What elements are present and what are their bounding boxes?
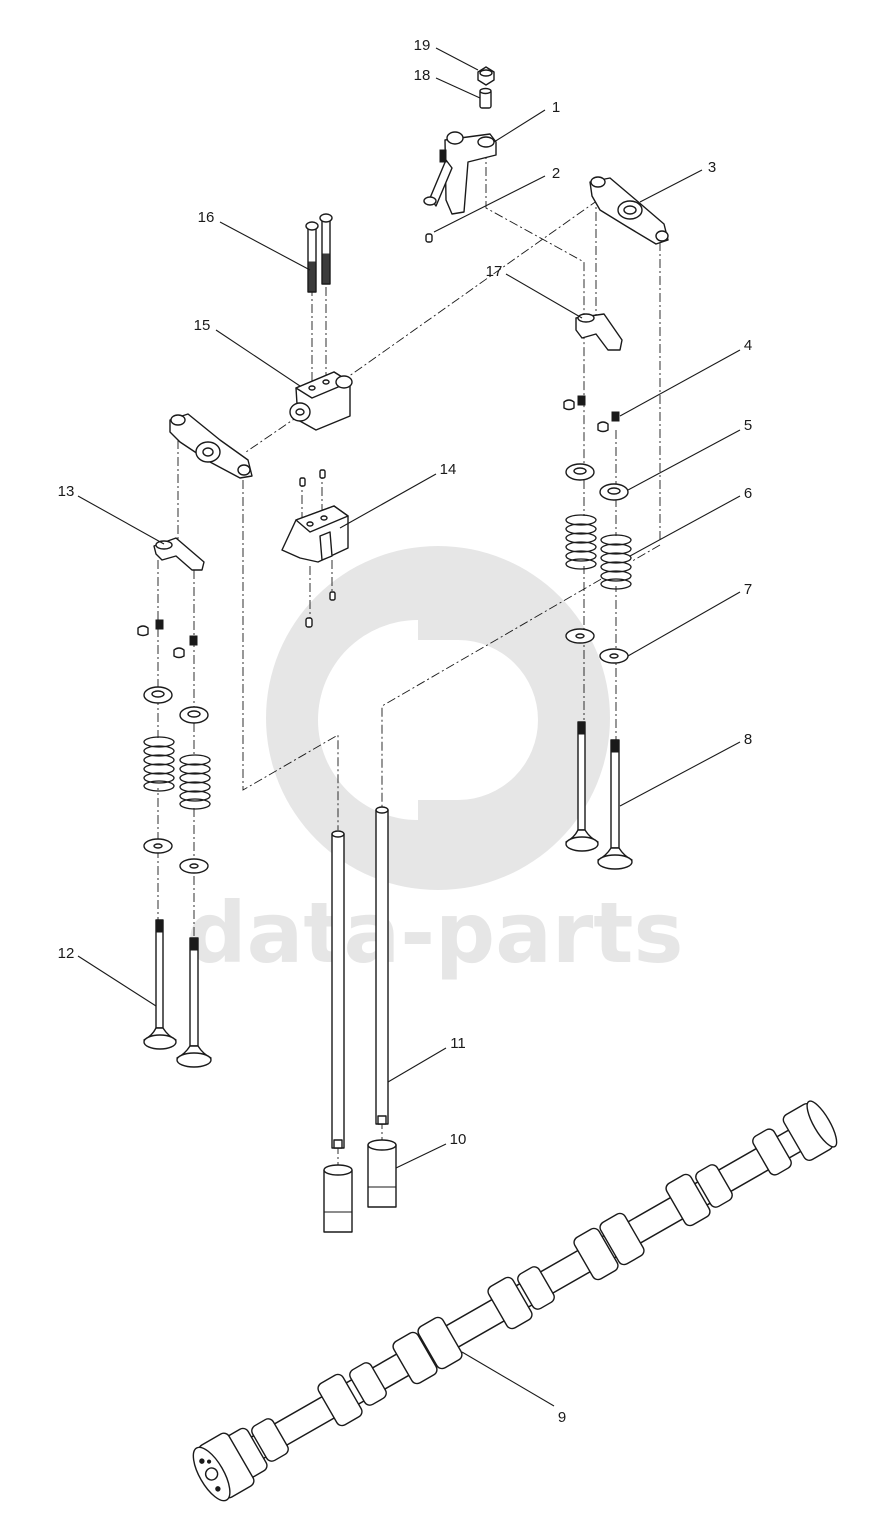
valve-cotter-icon: [563, 395, 620, 433]
callout-3: 3: [708, 159, 716, 176]
callout-17: 17: [486, 263, 503, 280]
valve-spring-icon: [565, 514, 632, 590]
callout-14: 14: [440, 461, 457, 478]
dowel-pin-icon: [425, 233, 433, 243]
valve-spring-icon: [143, 736, 211, 810]
callout-12: 12: [58, 945, 75, 962]
rocker-arm-icon: [169, 413, 253, 479]
assembly-lines: [157, 150, 661, 1170]
valve-icon: [565, 721, 633, 870]
rocker-arm-icon: [589, 176, 669, 245]
watermark-text: data-parts: [187, 884, 684, 982]
valve-bridge-icon: [575, 313, 623, 351]
rocker-bracket-icon: [423, 131, 497, 215]
callout-4: 4: [744, 337, 752, 354]
callout-18: 18: [414, 67, 431, 84]
callout-labels: 19 18 1 2 3 16 17 15 4 5 14 13 6 7 8 12 …: [58, 37, 753, 1426]
camshaft-icon: [192, 1100, 838, 1502]
stud-icon: [479, 87, 492, 109]
bolt-icon: [305, 213, 333, 293]
tappet-icon: [323, 1139, 397, 1233]
callout-leaders: [77, 47, 741, 1407]
spring-seat-washer-icon: [565, 628, 629, 664]
callout-8: 8: [744, 731, 752, 748]
rocker-support-block-icon: [289, 371, 353, 431]
rocker-support-icon: [281, 469, 349, 628]
spring-retainer-icon: [143, 686, 209, 724]
callout-13: 13: [58, 483, 75, 500]
valve-cotter-icon: [137, 619, 198, 659]
callout-9: 9: [558, 1409, 566, 1426]
valve-icon: [143, 919, 212, 1068]
callout-15: 15: [194, 317, 211, 334]
callout-5: 5: [744, 417, 752, 434]
valve-bridge-icon: [153, 537, 205, 571]
push-rod-icon: [331, 806, 389, 1149]
callout-11: 11: [450, 1035, 466, 1052]
callout-1: 1: [552, 99, 560, 116]
callout-7: 7: [744, 581, 752, 598]
callout-6: 6: [744, 485, 752, 502]
callout-16: 16: [198, 209, 215, 226]
watermark-logo: [266, 546, 610, 890]
callout-19: 19: [414, 37, 431, 54]
callout-10: 10: [450, 1131, 467, 1148]
spring-retainer-icon: [565, 463, 629, 501]
nut-icon: [477, 66, 495, 86]
callout-2: 2: [552, 165, 560, 182]
spring-seat-washer-icon: [143, 838, 209, 874]
